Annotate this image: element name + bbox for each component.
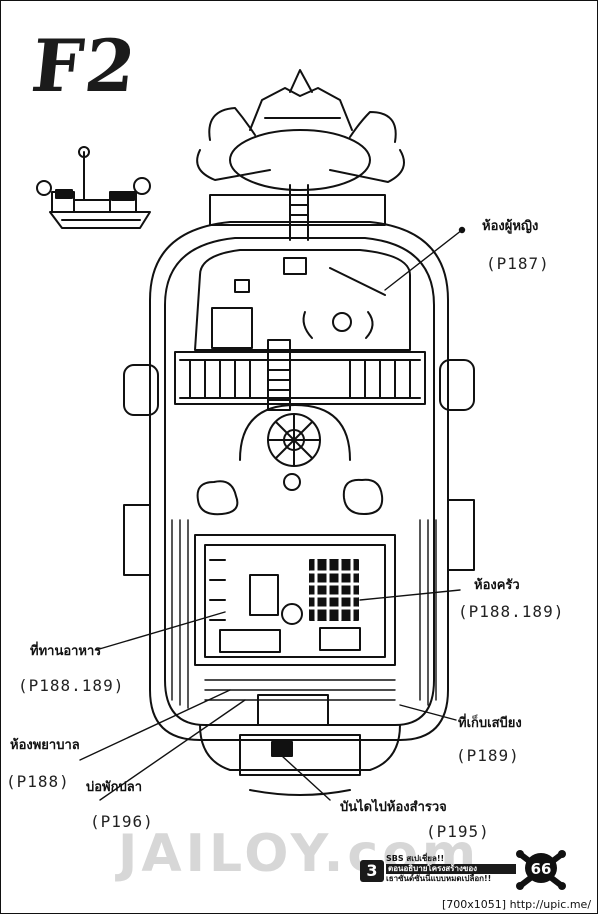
label-womens-room: ห้องผู้หญิง [482,219,539,234]
label-storage: ที่เก็บเสบียง [458,716,522,731]
skull-number: 66 [531,860,552,878]
helm-wheel [239,404,351,491]
sbs-line-2: ตอนอธิบายโครงสร้างของ [386,864,516,874]
deck-bushes [196,478,384,516]
page-ref-dining: (P188.189) [18,676,125,695]
sbs-line-3: เธาซันด์ซันนี่แบบหมดเปลือก!! [386,874,492,883]
label-stairs: บันไดไปห้องสำรวจ [340,800,447,815]
side-paddles [123,359,475,576]
kitchen-dining-drawing [194,534,396,666]
sbs-caption: SBS สเปเชี่ยล!! ตอนอธิบายโครงสร้างของ เธ… [386,854,516,884]
lion-figurehead [196,69,405,191]
label-kitchen: ห้องครัว [474,578,520,593]
page-ref-aquarium: (P196) [90,812,154,831]
callout-lines [79,226,466,801]
floor-title: F2 [27,23,142,108]
label-aquarium: บ่อพักปลา [86,780,143,795]
page-number-badge: 3 [360,860,384,882]
skull-page-icon: 66 [516,846,566,896]
page-ref-kitchen: (P188.189) [458,602,565,621]
sbs-line-1: SBS สเปเชี่ยล!! [386,854,445,863]
label-infirmary: ห้องพยาบาล [10,738,80,753]
ship-side-view-icon [36,146,151,229]
lower-hull-hatching [171,519,437,709]
womens-room-drawing [194,249,411,351]
hull-outline [149,184,449,741]
page-ref-womens-room: (P187) [486,254,550,273]
label-dining: ที่ทานอาหาร [30,644,102,659]
page-ref-stairs: (P195) [426,822,490,841]
page-ref-infirmary: (P188) [6,772,70,791]
image-info-text: [700x1051] http://upic.me/ [442,898,592,911]
deck-rail [174,339,426,411]
stern-stairs [199,694,401,796]
page-ref-storage: (P189) [456,746,520,765]
